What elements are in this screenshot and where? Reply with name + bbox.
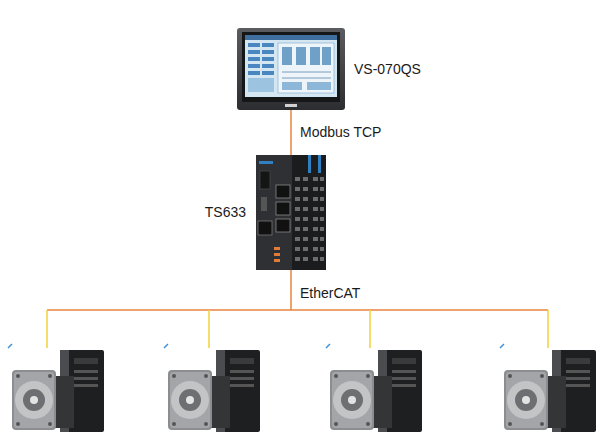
device-label: VS-070QS	[354, 61, 421, 78]
link-label: Modbus TCP	[300, 124, 381, 141]
plc-node: TS633	[256, 155, 326, 270]
bus-label: EtherCAT	[300, 285, 360, 302]
hmi-picture	[237, 28, 345, 110]
hmi-node: VS-070QS	[237, 28, 345, 110]
network-link	[290, 110, 292, 155]
plc-picture	[256, 155, 326, 270]
device-label: TS633	[205, 204, 246, 221]
